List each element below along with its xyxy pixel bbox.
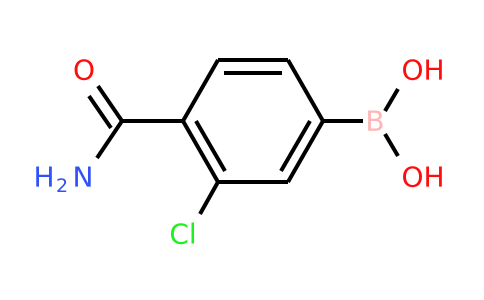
ring-bond-c4-c5 <box>286 120 325 183</box>
bond-ring-to-chlorine <box>198 181 220 215</box>
ring-bond-c3-c4 <box>286 59 325 122</box>
ring-bond-c1-c2 <box>181 59 220 122</box>
atom-label-amide-nitrogen: N <box>73 161 94 194</box>
ring-bond-c6-c1 <box>181 120 220 183</box>
bond-carbonyl-to-nitrogen <box>95 119 124 160</box>
bond-boron-to-hydroxyl-top <box>383 87 400 113</box>
atom-label-boron: B <box>365 105 384 138</box>
ring-double-bond-inner-left <box>194 119 227 173</box>
bond-carbonyl-double-b <box>87 94 113 130</box>
bond-boron-to-hydroxyl-bottom <box>383 132 400 158</box>
atom-label-amide-hydrogen: H <box>33 161 54 194</box>
ring-double-bond-inner-right <box>279 119 312 173</box>
atom-label-hydroxyl-bottom: OH <box>401 161 444 194</box>
atom-label-carbonyl-oxygen: O <box>73 54 95 87</box>
atom-label-amide-subscript: 2 <box>56 175 68 197</box>
atom-label-hydroxyl-top: OH <box>401 54 444 87</box>
atom-label-chlorine: Cl <box>169 218 196 251</box>
bond-carbonyl-double-a <box>96 84 124 123</box>
